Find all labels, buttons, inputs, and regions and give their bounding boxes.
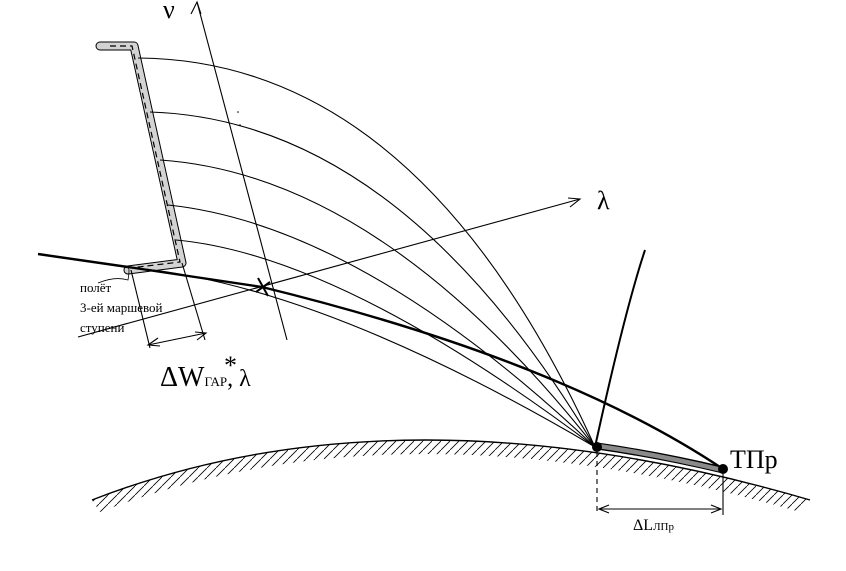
manoeuvre-band-dashed [110,45,181,269]
stray-dot [237,111,239,113]
flight-path-stage3 [37,252,129,269]
dw-dimension-line [147,332,207,346]
flight-label-line1: полёт [80,280,112,295]
dw-dim-arrow-right [194,331,208,341]
impact-point-start [592,442,602,452]
dw-star: * [224,351,237,380]
nu-axis-arrowhead [190,0,202,15]
earth-surface [91,439,811,501]
trajectory-2 [149,111,596,448]
manoeuvre-band-fill [96,42,186,274]
dl-dim-arrow-left [597,504,610,514]
lambda-axis [77,198,581,338]
stray-dot [239,124,241,126]
dl-label: ΔLЛПр [633,517,674,534]
flight-label-line3: ступени [80,320,124,335]
flight-label-line2: 3-ей маршевой [80,300,163,315]
nu-axis-label: ν [163,0,175,24]
flight-label-brace [97,267,130,284]
dl-dim-arrow-right [710,504,723,514]
earth-hatching [92,440,810,512]
trajectory-6 [134,267,596,448]
lambda-axis-arrowhead [567,197,582,208]
dw-ext-right [181,262,206,341]
trajectory-3 [159,159,596,448]
ballistic-trajectory [127,265,724,470]
dw-dim-arrow-left [146,337,161,347]
lambda-axis-label: λ [597,186,610,215]
dw-ext-left [130,269,151,349]
target-zone-band-fill [597,443,723,473]
intersection-cross [255,277,271,297]
target-label: ТПр [730,445,778,474]
impact-point-target [718,464,728,474]
upper-trajectory [594,249,646,448]
trajectory-1 [137,57,596,448]
trajectory-4 [167,204,596,448]
dw-label: ΔWГАР, λ [160,362,251,393]
trajectory-5 [175,239,596,448]
